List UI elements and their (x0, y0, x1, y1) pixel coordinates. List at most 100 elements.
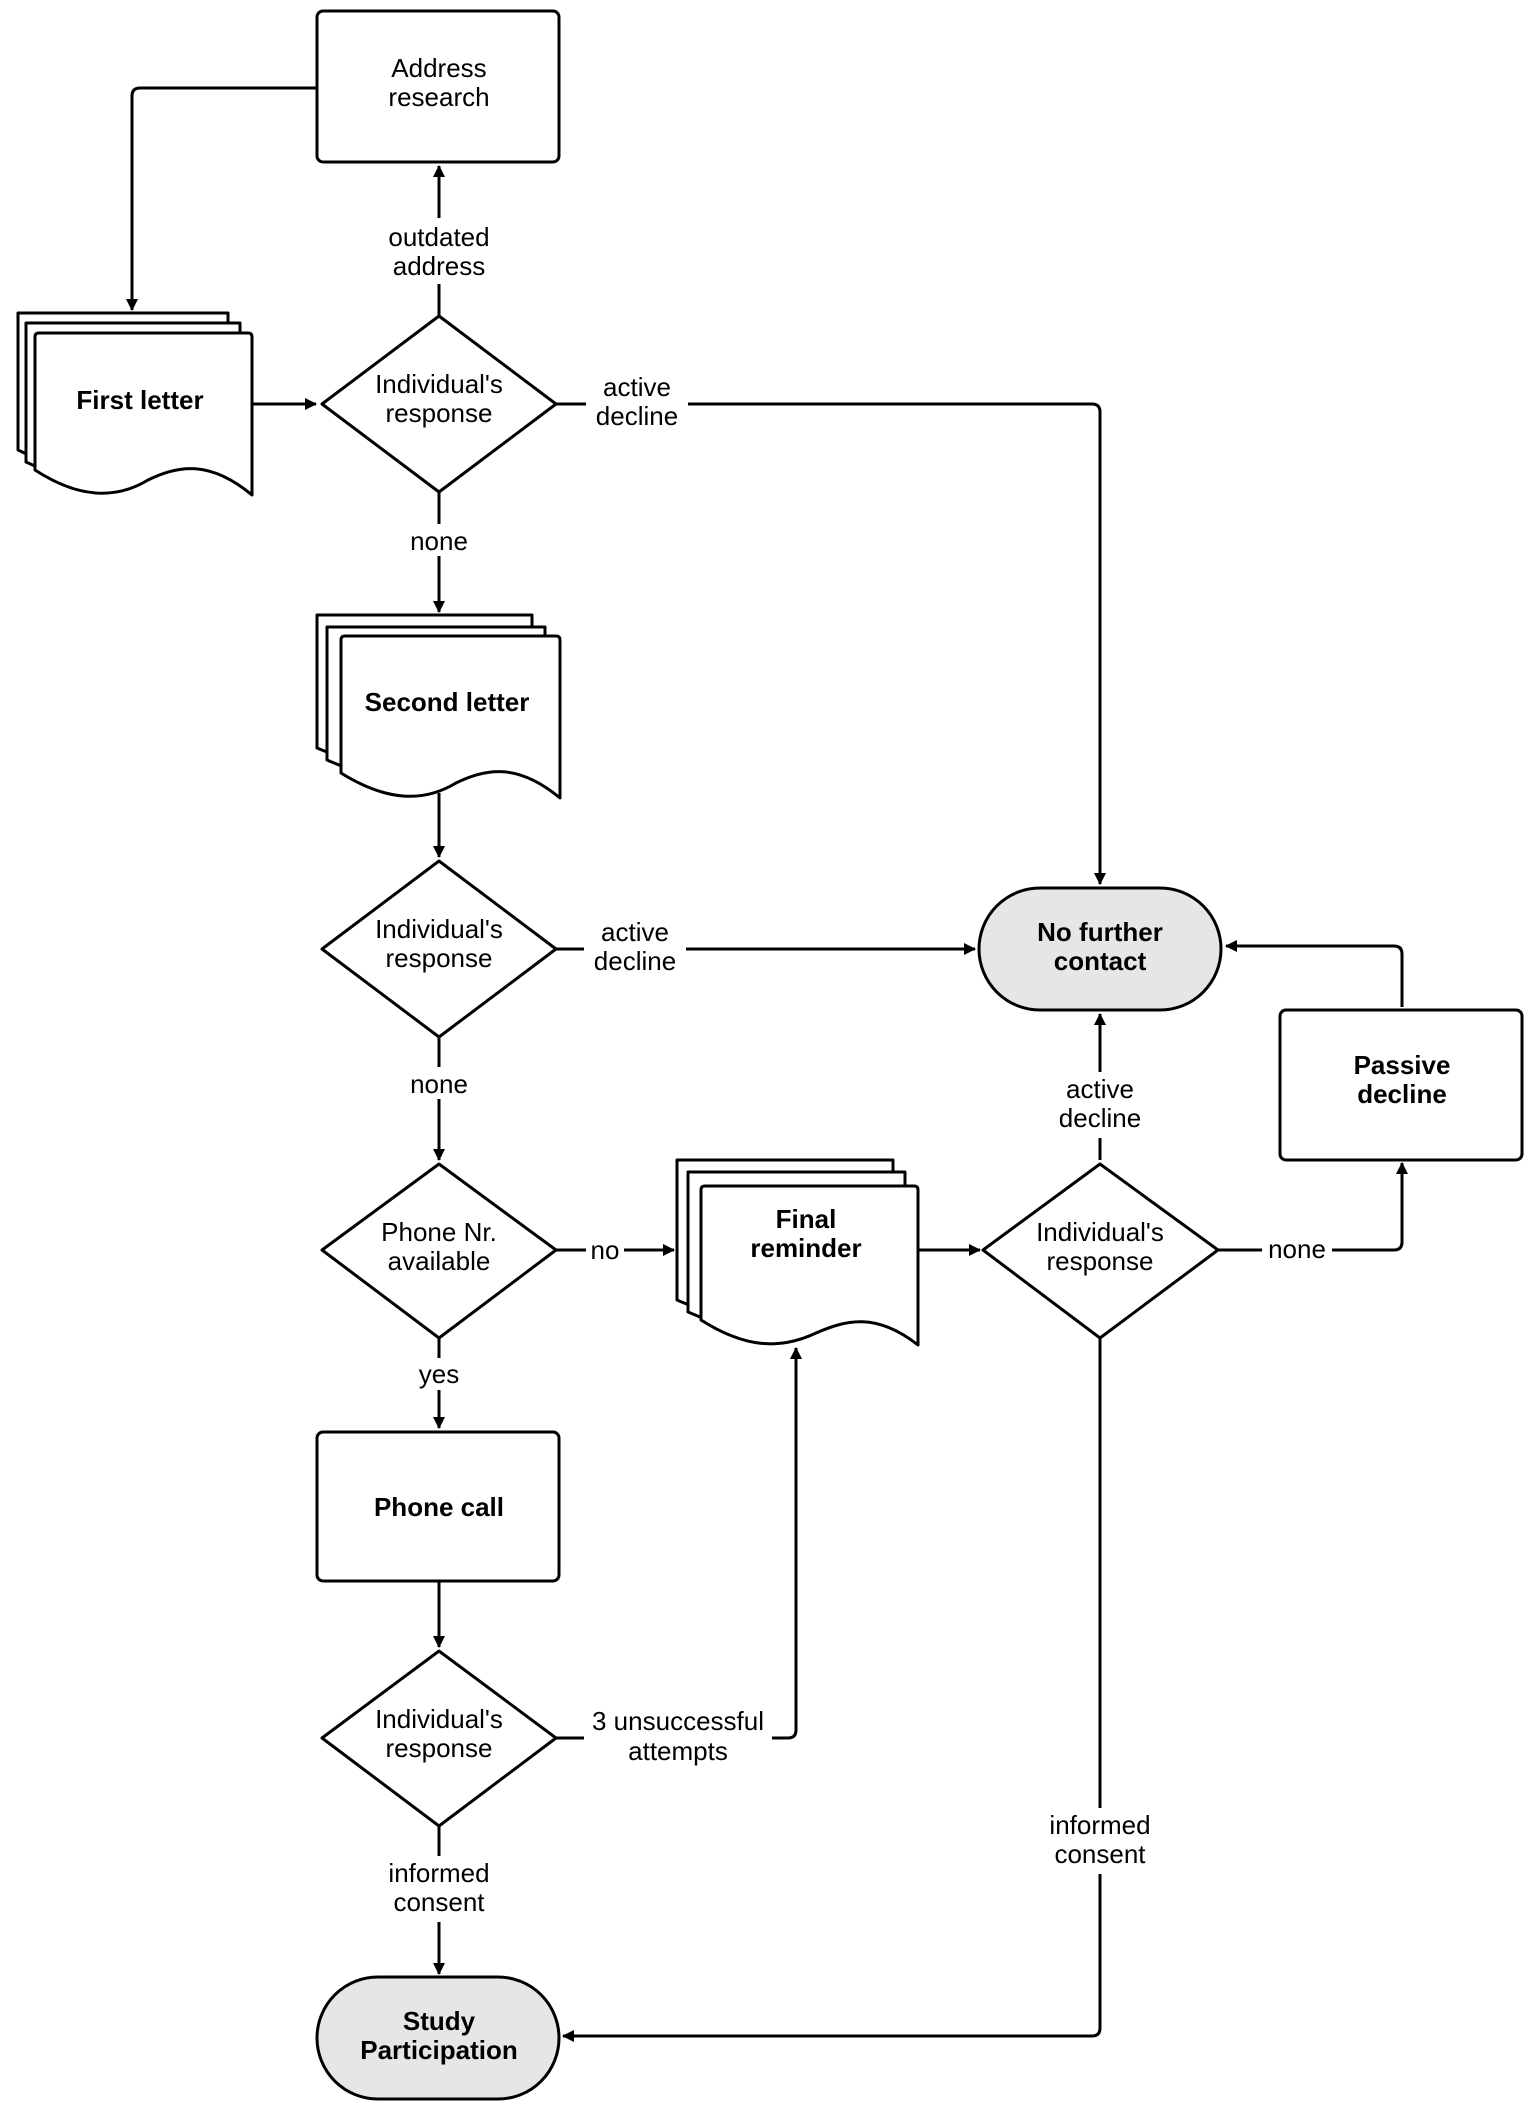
label-line: active (1066, 1074, 1134, 1104)
svg-text:reminder: reminder (750, 1233, 861, 1263)
label-informed-consent-1: informed consent (380, 1856, 498, 1922)
label-line: consent (1054, 1839, 1146, 1869)
svg-text:outdated: outdated (388, 222, 489, 252)
label-active-decline-1: active decline (586, 370, 688, 436)
node-line: Final (776, 1204, 837, 1234)
edge-labels: outdated address active decline none act… (380, 218, 1332, 1922)
node-line: Individual's (375, 369, 503, 399)
svg-text:attempts: attempts (628, 1736, 728, 1766)
node-line: Phone call (374, 1492, 504, 1522)
svg-text:address: address (393, 251, 486, 281)
node-line: response (1047, 1246, 1154, 1276)
svg-text:response: response (386, 398, 493, 428)
node-passive-decline: Passive decline (1278, 1008, 1524, 1162)
node-first-letter: First letter (16, 311, 254, 497)
label-line: informed (388, 1858, 489, 1888)
node-line: contact (1054, 946, 1147, 976)
svg-text:Address: Address (391, 53, 486, 83)
node-line: First letter (76, 385, 203, 415)
svg-text:Phone Nr.: Phone Nr. (381, 1217, 497, 1247)
svg-text:Participation: Participation (360, 2035, 517, 2065)
node-line: reminder (750, 1233, 861, 1263)
svg-text:informed: informed (1049, 1810, 1150, 1840)
node-line: No further (1037, 917, 1163, 947)
node-line: Participation (360, 2035, 517, 2065)
node-study-participation: Study Participation (315, 1975, 561, 2101)
node-response-3: Individual's response (981, 1162, 1220, 1340)
svg-text:3 unsuccessful: 3 unsuccessful (592, 1706, 764, 1736)
node-phone-call: Phone call (315, 1430, 561, 1583)
svg-text:research: research (388, 82, 489, 112)
node-line: Individual's (1036, 1217, 1164, 1247)
svg-text:active: active (1066, 1074, 1134, 1104)
svg-text:active: active (603, 372, 671, 402)
svg-text:Phone call: Phone call (374, 1492, 504, 1522)
edge-address-to-first-letter (126, 86, 317, 311)
svg-text:informed: informed (388, 1858, 489, 1888)
svg-text:yes: yes (419, 1359, 459, 1389)
label-line: 3 unsuccessful (592, 1706, 764, 1736)
svg-text:No further: No further (1037, 917, 1163, 947)
node-phone-available: Phone Nr. available (320, 1162, 558, 1340)
svg-text:Individual's: Individual's (375, 369, 503, 399)
label-active-decline-2: active decline (584, 915, 686, 981)
label-line: active (603, 372, 671, 402)
label-line: outdated (388, 222, 489, 252)
node-response-4: Individual's response (320, 1649, 558, 1828)
svg-text:Individual's: Individual's (1036, 1217, 1164, 1247)
label-line: none (410, 526, 468, 556)
label-outdated-address: outdated address (380, 218, 498, 284)
label-active-decline-3: active decline (1049, 1072, 1151, 1138)
svg-text:none: none (410, 1069, 468, 1099)
svg-text:response: response (386, 1733, 493, 1763)
label-line: decline (596, 401, 678, 431)
svg-text:Passive: Passive (1354, 1050, 1451, 1080)
label-yes: yes (412, 1358, 466, 1390)
node-line: Individual's (375, 1704, 503, 1734)
label-line: yes (419, 1359, 459, 1389)
label-no: no (586, 1234, 624, 1266)
label-none-2: none (404, 1067, 474, 1099)
node-line: decline (1357, 1079, 1447, 1109)
svg-text:none: none (410, 526, 468, 556)
label-unsuccessful-attempts: 3 unsuccessful attempts (584, 1704, 772, 1770)
node-line: Study (403, 2006, 476, 2036)
svg-text:response: response (1047, 1246, 1154, 1276)
svg-text:consent: consent (1054, 1839, 1146, 1869)
node-response-1: Individual's response (320, 314, 558, 494)
svg-text:First letter: First letter (76, 385, 203, 415)
edge-response-4-to-final-reminder (556, 1347, 802, 1740)
label-line: decline (1059, 1103, 1141, 1133)
nodes: Address research First letter Individual… (16, 9, 1524, 2101)
node-line: Second letter (365, 687, 530, 717)
label-line: none (1268, 1234, 1326, 1264)
svg-text:Individual's: Individual's (375, 1704, 503, 1734)
label-line: no (591, 1235, 620, 1265)
node-line: research (388, 82, 489, 112)
node-second-letter: Second letter (315, 613, 562, 800)
label-line: informed (1049, 1810, 1150, 1840)
node-line: Address (391, 53, 486, 83)
label-line: attempts (628, 1736, 728, 1766)
edge-passive-decline-to-no-further-contact (1225, 940, 1404, 1007)
node-line: available (388, 1246, 491, 1276)
svg-text:decline: decline (1357, 1079, 1447, 1109)
node-response-2: Individual's response (320, 859, 558, 1039)
node-line: Phone Nr. (381, 1217, 497, 1247)
svg-text:decline: decline (596, 401, 678, 431)
label-line: address (393, 251, 486, 281)
svg-text:none: none (1268, 1234, 1326, 1264)
svg-text:decline: decline (1059, 1103, 1141, 1133)
node-address-research: Address research (315, 9, 561, 164)
node-final-reminder: Final reminder (675, 1158, 920, 1347)
svg-text:Second letter: Second letter (365, 687, 530, 717)
label-line: decline (594, 946, 676, 976)
label-line: consent (393, 1887, 485, 1917)
edge-response-1-to-no-further-contact (556, 402, 1106, 885)
edge-response-3-to-passive-decline (1218, 1162, 1408, 1252)
label-informed-consent-2: informed consent (1041, 1808, 1159, 1874)
svg-text:decline: decline (594, 946, 676, 976)
edge-response-3-to-study-participation (562, 1338, 1102, 2042)
svg-text:consent: consent (393, 1887, 485, 1917)
